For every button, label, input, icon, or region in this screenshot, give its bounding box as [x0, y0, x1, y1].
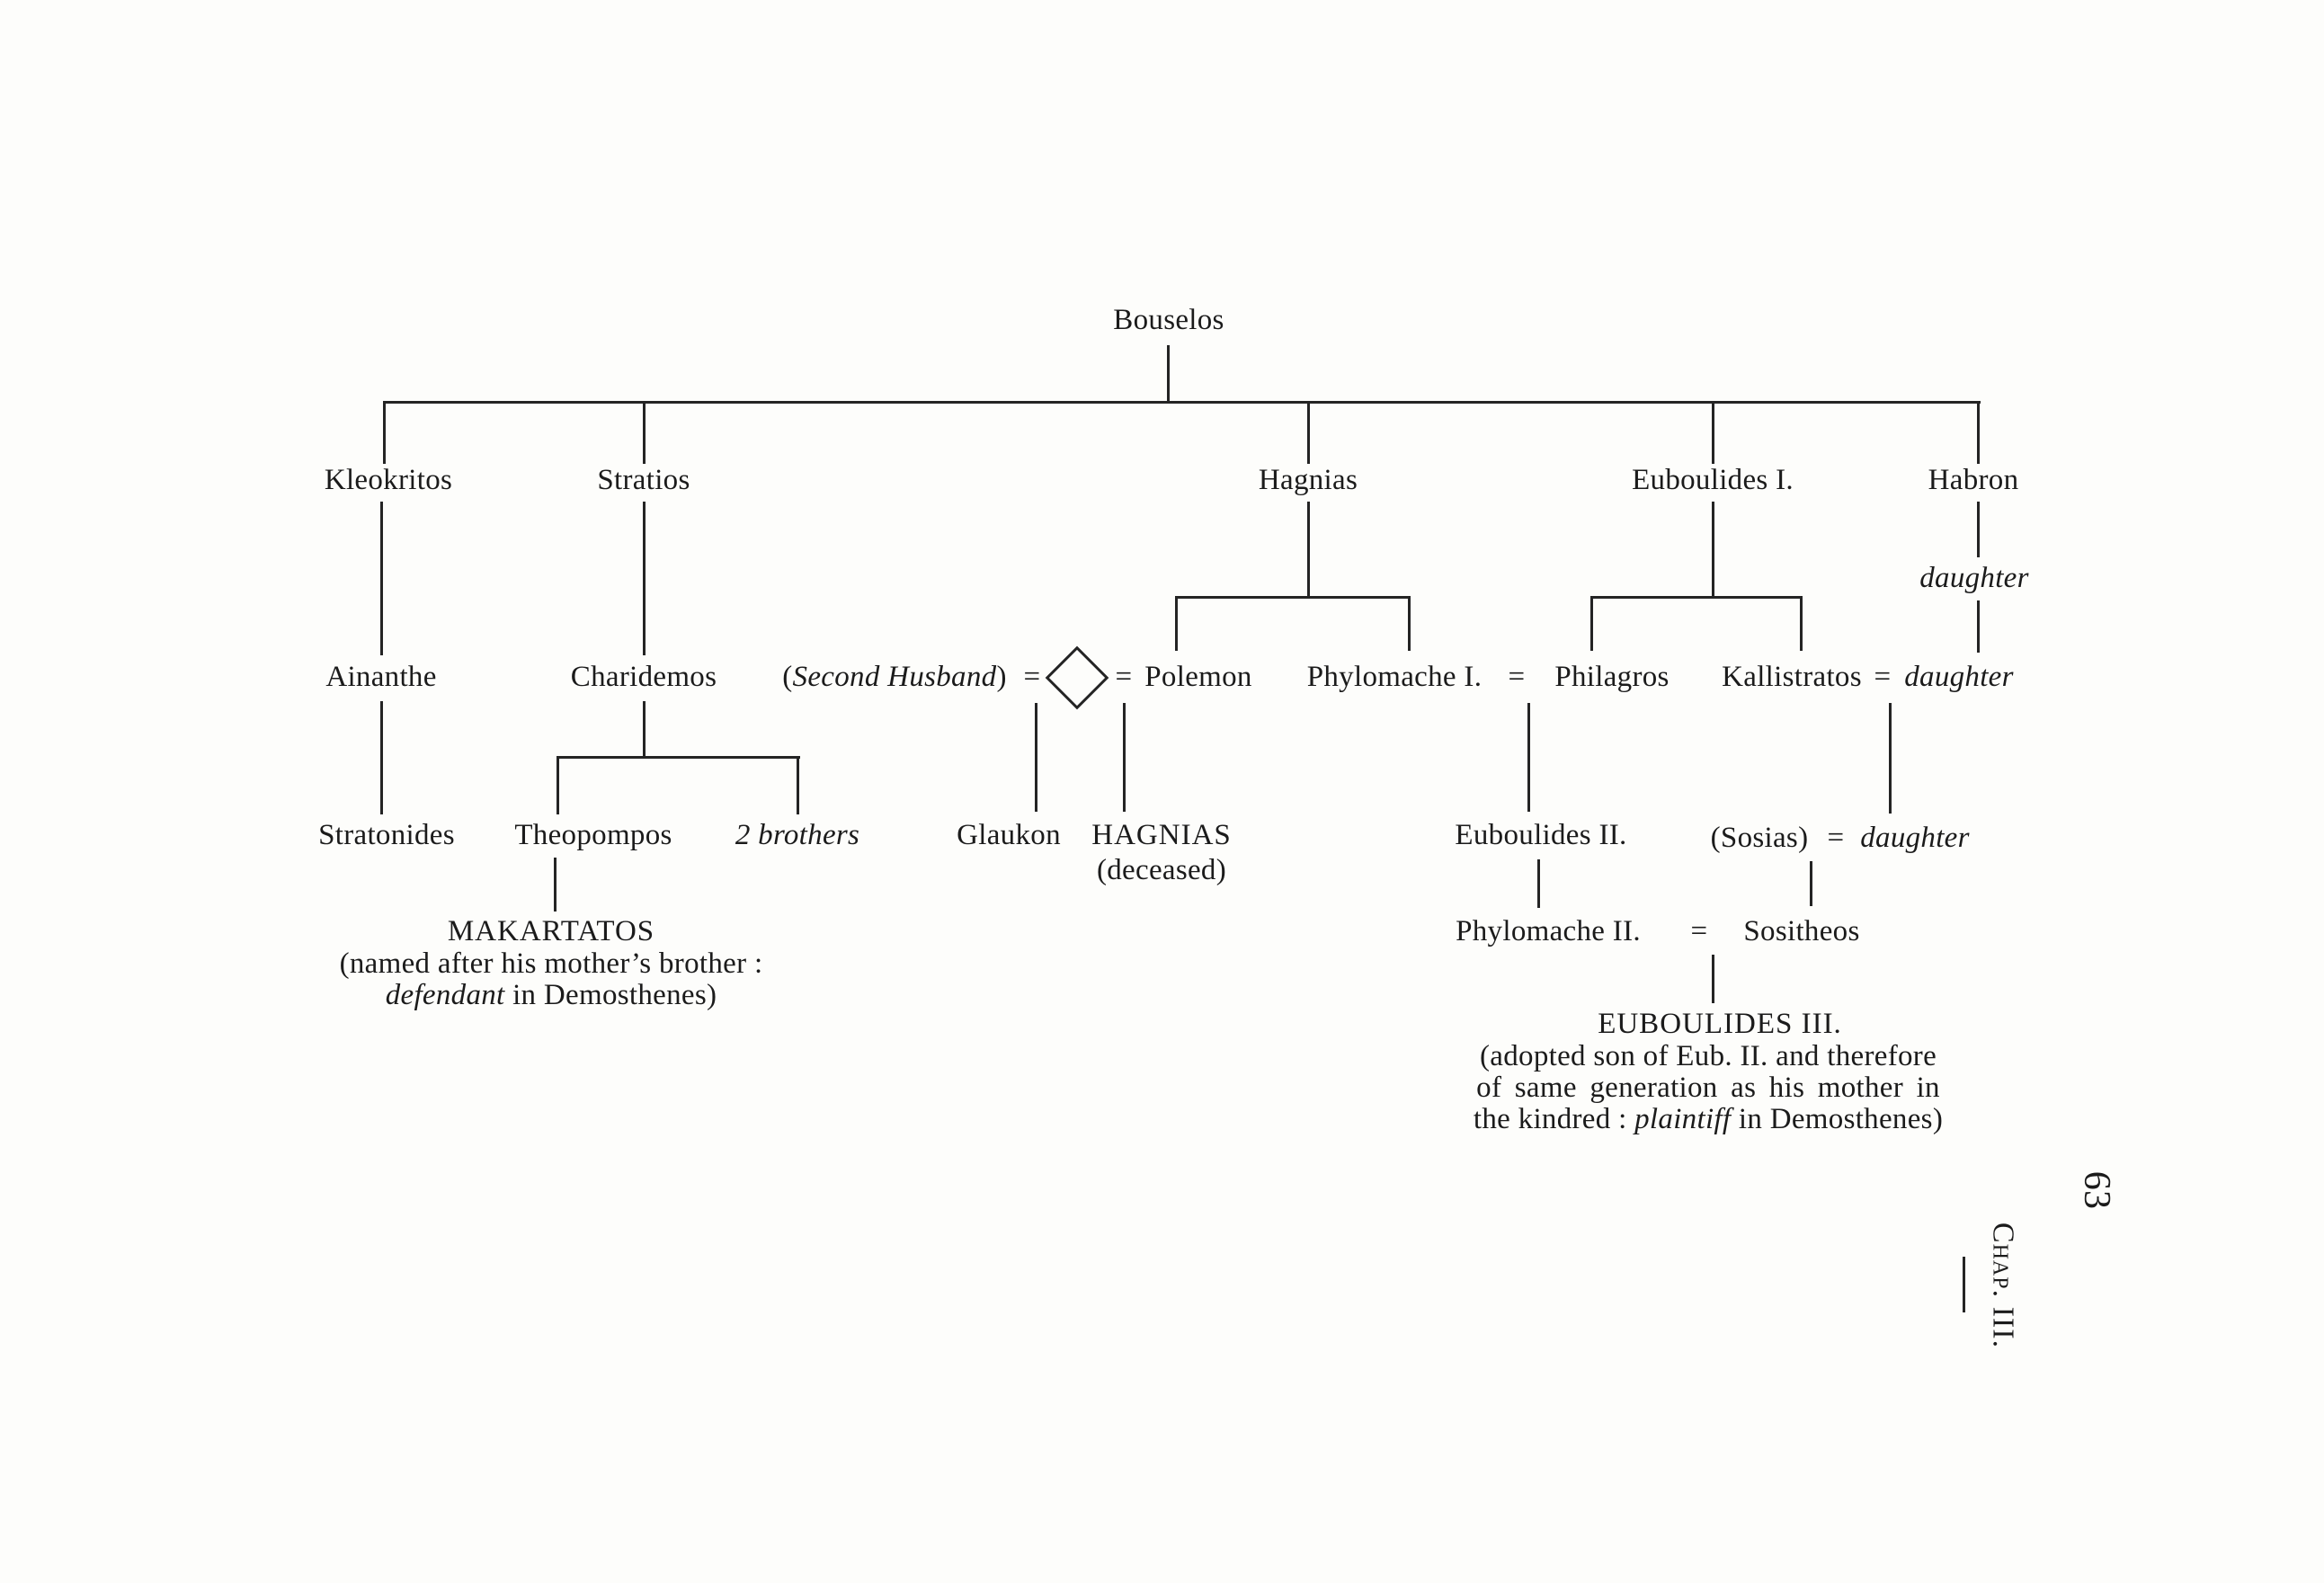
- edge-charidemos-descent: [643, 701, 646, 757]
- marriage-sign-polemon: =: [1115, 661, 1133, 694]
- marriage-sign-phylomache-ii: =: [1690, 915, 1708, 948]
- node-glaukon: Glaukon: [957, 819, 1061, 852]
- note-makartatos-line2: defendant in Demosthenes): [386, 979, 717, 1013]
- edge-charidemos-children-rail: [557, 756, 800, 759]
- node-sosias-wife: daughter: [1860, 822, 1970, 855]
- edge-hagnias-descent: [1307, 502, 1310, 596]
- node-sosias: (Sosias): [1710, 822, 1809, 855]
- edge-euboulides-i-stub: [1712, 401, 1714, 464]
- node-philagros: Philagros: [1554, 661, 1670, 694]
- node-sositheos: Sositheos: [1743, 915, 1860, 948]
- edge-euboulides-ii-phylomache-ii: [1537, 859, 1540, 908]
- edge-euboulides-i-descent: [1712, 502, 1714, 596]
- edge-habron-stub: [1977, 401, 1980, 464]
- note-makartatos-line2-rest: in Demosthenes): [504, 979, 717, 1012]
- node-kallistratos: Kallistratos: [1722, 661, 1862, 694]
- node-stratonides: Stratonides: [318, 819, 455, 852]
- node-habron: Habron: [1928, 464, 2019, 497]
- node-kallistratos-wife: daughter: [1904, 661, 2014, 694]
- edge-phylomache-i-stub: [1408, 596, 1411, 651]
- note-makartatos-line1: (named after his mother’s brother :: [339, 947, 763, 981]
- edge-habron-daughter-lower: [1977, 600, 1980, 653]
- node-stratios: Stratios: [597, 464, 690, 497]
- node-charidemos: Charidemos: [570, 661, 717, 694]
- node-kleokritos: Kleokritos: [324, 464, 453, 497]
- edge-theopompos-stub: [557, 756, 559, 814]
- edge-kallistratos-stub: [1800, 596, 1803, 651]
- edge-kleokritos-ainanthe: [380, 502, 383, 655]
- defendant-text: defendant: [385, 979, 505, 1012]
- node-phylomache-ii: Phylomache II.: [1456, 915, 1641, 948]
- note-hagnias-ii-deceased: (deceased): [1096, 854, 1227, 887]
- edge-habron-daughter-upper: [1977, 502, 1980, 557]
- edge-polemon-stub: [1175, 596, 1178, 651]
- edge-bouselos-children-rail: [384, 401, 1981, 404]
- second-husband-text: Second Husband: [792, 661, 997, 694]
- edge-stratios-stub: [643, 401, 646, 464]
- edge-hagnias-stub: [1307, 401, 1310, 464]
- node-euboulides-ii: Euboulides II.: [1455, 819, 1627, 852]
- node-phylomache-i: Phylomache I.: [1306, 661, 1483, 694]
- edge-polemon-hagnias-ii: [1123, 703, 1126, 812]
- edge-hagnias-children-rail: [1176, 596, 1410, 599]
- node-hagnias-ii: HAGNIAS: [1091, 819, 1232, 852]
- node-habron-daughter: daughter: [1919, 562, 2029, 595]
- chapter-header-rule: [1963, 1257, 1965, 1312]
- edge-second-husband-glaukon: [1035, 703, 1037, 812]
- edge-ainanthe-stratonides: [380, 701, 383, 814]
- marriage-sign-sosias: =: [1827, 822, 1845, 855]
- chapter-header: Chap. III.: [1986, 1222, 2020, 1349]
- node-bouselos: Bouselos: [1113, 304, 1224, 337]
- note-line3-pre: the kindred :: [1473, 1103, 1635, 1136]
- edge-philagros-stub: [1590, 596, 1593, 651]
- edge-philagros-euboulides-ii: [1527, 703, 1530, 812]
- note-euboulides-iii-line1: (adopted son of Eub. II. and therefore: [1479, 1040, 1937, 1073]
- edge-kallistratos-daughter: [1889, 703, 1892, 814]
- node-euboulides-iii: EUBOULIDES III.: [1598, 1008, 1842, 1041]
- edge-euboulides-i-children-rail: [1591, 596, 1802, 599]
- edge-marriage-euboulides-iii: [1712, 955, 1714, 1003]
- node-ainanthe: Ainanthe: [325, 661, 437, 694]
- paren-close: ): [996, 661, 1007, 694]
- node-theopompos: Theopompos: [514, 819, 672, 852]
- edge-bouselos-descent: [1167, 345, 1170, 401]
- unnamed-woman-diamond: [1045, 645, 1109, 710]
- edge-sosias-sositheos: [1810, 861, 1812, 906]
- node-euboulides-i: Euboulides I.: [1632, 464, 1794, 497]
- note-euboulides-iii-line3: the kindred : plaintiff in Demosthenes): [1474, 1103, 1943, 1137]
- marriage-sign-phylomache-i: =: [1508, 661, 1526, 694]
- page-number: 63: [2076, 1170, 2118, 1210]
- node-makartatos: MAKARTATOS: [447, 915, 655, 948]
- edge-two-brothers-stub: [797, 756, 799, 814]
- node-polemon: Polemon: [1144, 661, 1252, 694]
- marriage-sign-kallistratos: =: [1874, 661, 1892, 694]
- node-hagnias-i: Hagnias: [1258, 464, 1358, 497]
- note-line3-post: in Demosthenes): [1731, 1103, 1944, 1136]
- edge-theopompos-makartatos: [554, 858, 557, 912]
- plaintiff-text: plaintiff: [1634, 1103, 1732, 1136]
- edge-kleokritos-stub: [383, 401, 386, 464]
- paren-open: (: [782, 661, 793, 694]
- node-second-husband: (Second Husband): [782, 661, 1007, 695]
- edge-stratios-charidemos: [643, 502, 646, 655]
- note-euboulides-iii-line2: of same generation as his mother in: [1476, 1072, 1940, 1105]
- node-two-brothers: 2 brothers: [735, 819, 860, 852]
- marriage-sign-second-husband: =: [1023, 661, 1041, 694]
